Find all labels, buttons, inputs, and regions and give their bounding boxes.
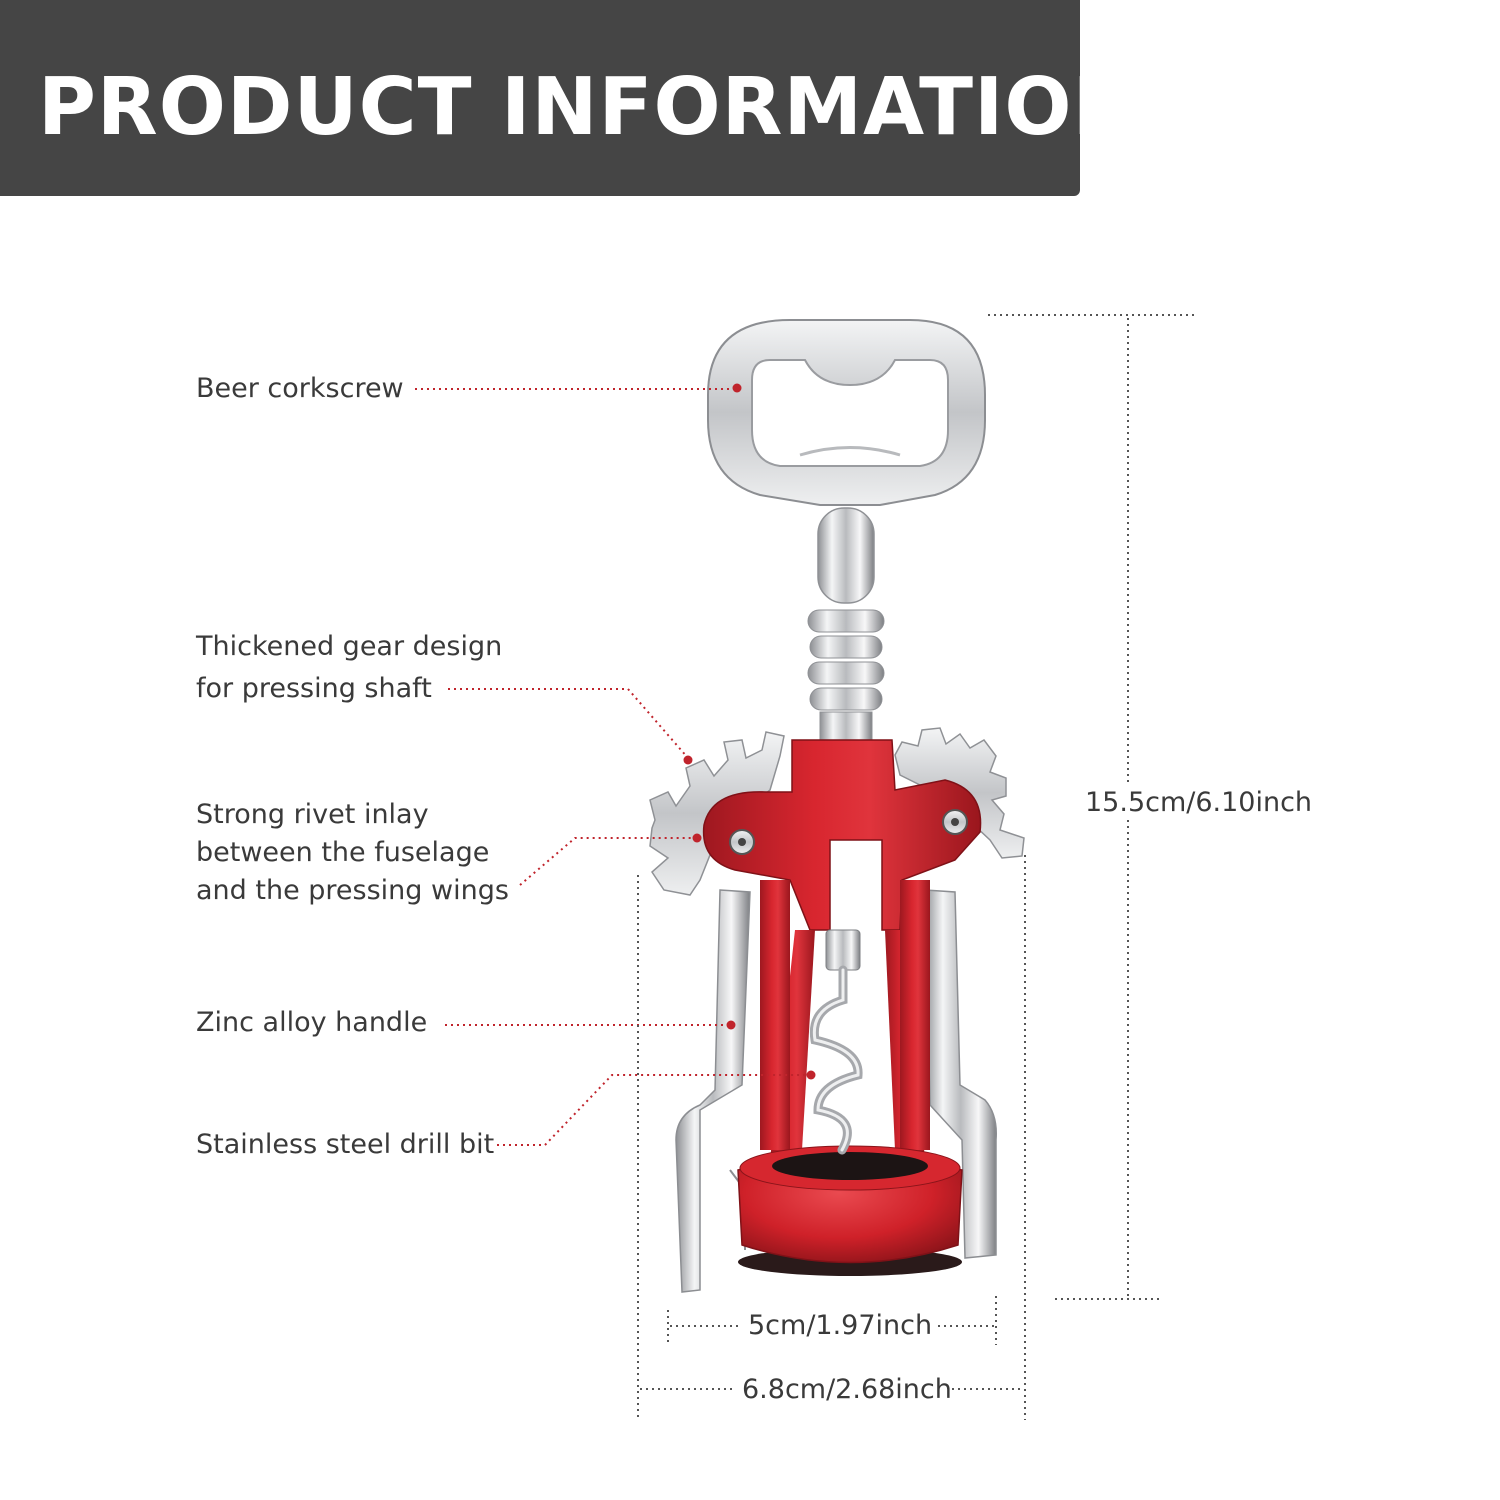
pressing-shaft-icon — [807, 507, 885, 743]
bottle-opener-icon — [707, 319, 986, 506]
label-gear-line2: for pressing shaft — [196, 673, 432, 704]
rivet-icon — [729, 809, 968, 855]
label-rivet-line1: Strong rivet inlay — [196, 799, 429, 830]
label-gear-line1: Thickened gear design — [196, 631, 503, 662]
dimension-height: 15.5cm/6.10inch — [1085, 787, 1313, 818]
label-drill-bit: Stainless steel drill bit — [196, 1129, 495, 1160]
callout-dots — [683, 383, 816, 1080]
header-banner: PRODUCT INFORMATION — [0, 0, 1139, 196]
dimension-lines — [637, 314, 1195, 1420]
dimension-outer-width: 6.8cm/2.68inch — [742, 1374, 952, 1405]
label-rivet-line2: between the fuselage — [196, 837, 490, 868]
red-body-icon — [702, 739, 982, 1276]
drill-bit-icon — [809, 929, 863, 1155]
label-beer-corkscrew: Beer corkscrew — [196, 373, 404, 404]
page-title: PRODUCT INFORMATION — [38, 61, 1140, 153]
label-rivet-line3: and the pressing wings — [196, 875, 509, 906]
label-zinc-alloy-handle: Zinc alloy handle — [196, 1007, 428, 1038]
dimension-inner-width: 5cm/1.97inch — [748, 1310, 933, 1341]
callout-leaders — [415, 388, 810, 1146]
zinc-alloy-handle-icon — [675, 889, 998, 1293]
